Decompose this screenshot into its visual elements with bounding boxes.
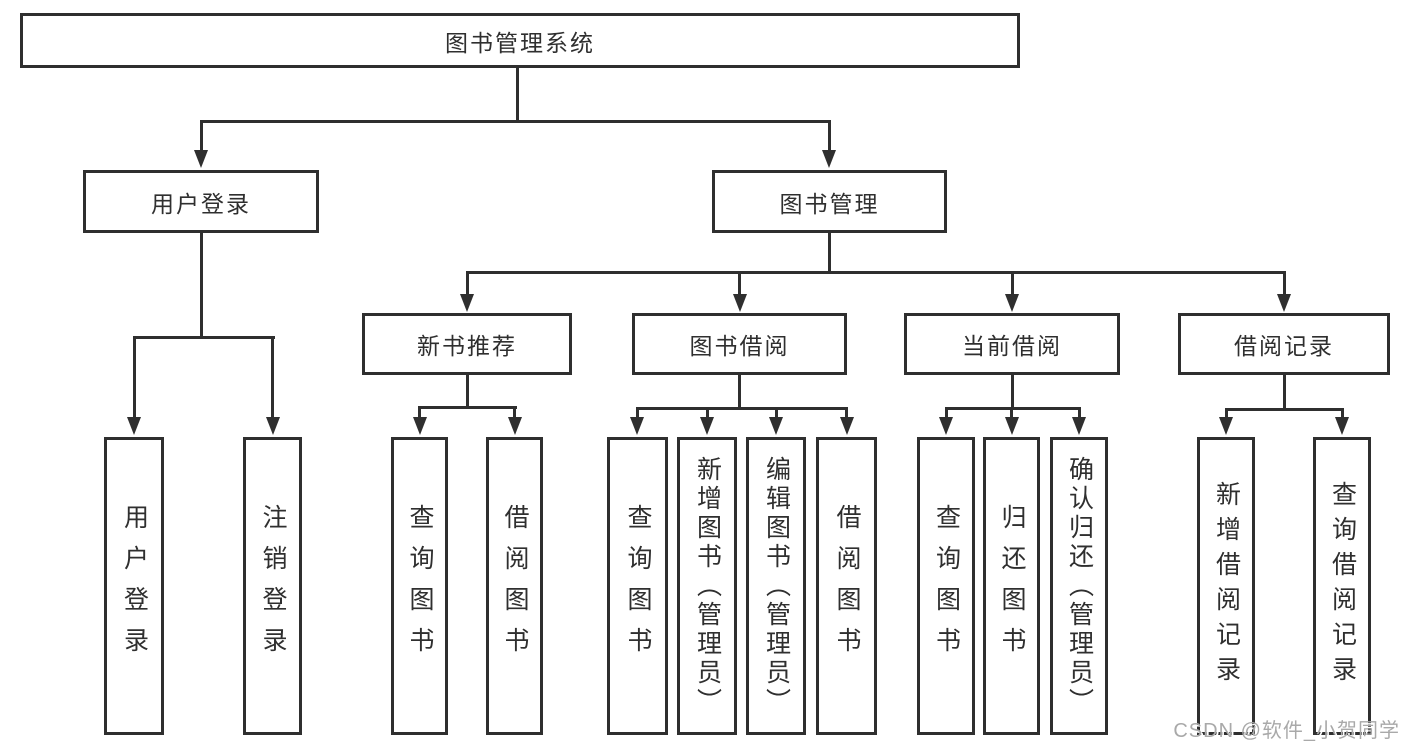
leaf-label: 编辑图书（管理员） [762, 455, 791, 717]
arrowhead-c1 [630, 417, 644, 435]
leaf-confirm-return-admin: 确认归还（管理员） [1050, 437, 1108, 735]
connector-borrowrecords-stem [1282, 375, 1286, 408]
node-label: 图书管理系统 [445, 29, 595, 56]
arrowhead-currentborrow [1005, 294, 1019, 312]
leaf-label: 借阅图书 [833, 504, 861, 668]
connector-drop-bookborrow [738, 271, 741, 295]
connector-drop-c4 [845, 407, 848, 419]
connector-bookmgmt-stem [827, 233, 831, 271]
node-book-borrow: 图书借阅 [632, 313, 847, 375]
connector-drop-c3 [774, 407, 778, 419]
leaf-add-books-admin: 新增图书（管理员） [677, 437, 737, 735]
arrowhead-newbook [460, 294, 474, 312]
arrowhead-d3 [1072, 417, 1086, 435]
arrowhead-d1 [939, 417, 953, 435]
connector-drop-newbook [465, 271, 469, 295]
arrowhead-leaf-login [127, 417, 141, 435]
connector-drop-book-management [827, 120, 831, 152]
node-user-login: 用户登录 [83, 170, 319, 233]
node-label: 新书推荐 [417, 333, 517, 359]
connector-userlogin-bus [132, 336, 275, 339]
arrowhead-bookborrow [732, 294, 747, 312]
arrowhead-e1 [1219, 417, 1233, 435]
node-label: 借阅记录 [1234, 333, 1334, 359]
connector-drop-borrowrecords [1282, 271, 1286, 295]
leaf-add-borrow-record: 新增借阅记录 [1197, 437, 1255, 735]
connector-drop-d2 [1010, 407, 1013, 419]
node-label: 图书管理 [779, 190, 880, 217]
leaf-label: 借阅图书 [501, 504, 529, 668]
leaf-query-borrow-record: 查询借阅记录 [1313, 437, 1371, 735]
leaf-return-books: 归还图书 [983, 437, 1040, 735]
leaf-label: 查询借阅记录 [1328, 481, 1357, 691]
arrowhead-borrowrecords [1277, 294, 1291, 312]
connector-root-stem [515, 68, 519, 120]
arrowhead-c3 [769, 417, 783, 435]
arrowhead-b1 [412, 417, 427, 435]
connector-drop-d1 [944, 407, 948, 419]
leaf-query-books-borrow: 查询图书 [607, 437, 668, 735]
leaf-label: 查询图书 [406, 504, 434, 668]
leaf-logout: 注销登录 [243, 437, 302, 735]
connector-userlogin-stem [199, 233, 203, 336]
arrowhead-c4 [839, 417, 854, 435]
connector-bookborrow-bus [635, 407, 848, 410]
connector-root-bus [199, 120, 831, 123]
leaf-label: 确认归还（管理员） [1065, 455, 1094, 717]
connector-drop-currentborrow [1010, 271, 1014, 295]
arrowhead-c2 [700, 417, 714, 435]
leaf-label: 查询图书 [624, 504, 652, 668]
arrowhead-leaf-logout [265, 417, 280, 435]
connector-drop-d3 [1077, 407, 1081, 419]
connector-borrowrecords-bus [1224, 408, 1344, 411]
arrowhead-b2 [507, 417, 522, 435]
leaf-label: 归还图书 [998, 504, 1026, 668]
connector-currentborrow-stem [1010, 375, 1014, 407]
connector-drop-c2 [705, 407, 709, 419]
connector-drop-b1 [418, 406, 421, 419]
node-book-management: 图书管理 [712, 170, 947, 233]
leaf-label: 新增借阅记录 [1212, 481, 1241, 691]
leaf-query-books-current: 查询图书 [917, 437, 975, 735]
leaf-borrow-books: 借阅图书 [816, 437, 877, 735]
node-current-borrow: 当前借阅 [904, 313, 1120, 375]
connector-drop-e2 [1340, 408, 1344, 417]
node-library-system: 图书管理系统 [20, 13, 1020, 68]
leaf-query-books-recommend: 查询图书 [391, 437, 448, 735]
connector-newbook-bus [418, 406, 517, 409]
leaf-edit-books-admin: 编辑图书（管理员） [746, 437, 806, 735]
leaf-label: 新增图书（管理员） [693, 455, 722, 717]
node-borrow-records: 借阅记录 [1178, 313, 1390, 375]
connector-drop-e1 [1224, 408, 1228, 417]
leaf-borrow-books-recommend: 借阅图书 [486, 437, 543, 735]
leaf-label: 用户登录 [120, 504, 149, 668]
arrowhead-user-login [194, 150, 208, 168]
connector-bookmgmt-bus [465, 271, 1286, 274]
node-label: 用户登录 [151, 190, 251, 217]
csdn-watermark: CSDN @软件_小贺同学 [1173, 720, 1400, 742]
connector-drop-leaf-login [132, 336, 136, 417]
arrowhead-book-management [822, 150, 836, 168]
connector-drop-c1 [635, 407, 639, 419]
leaf-label: 注销登录 [259, 504, 287, 668]
arrowhead-d2 [1004, 417, 1019, 435]
connector-newbook-stem [465, 375, 469, 406]
leaf-user-login: 用户登录 [104, 437, 164, 735]
arrowhead-e2 [1335, 417, 1349, 435]
leaf-label: 查询图书 [932, 504, 961, 668]
node-label: 图书借阅 [689, 333, 790, 359]
node-new-book-recommend: 新书推荐 [362, 313, 572, 375]
connector-drop-b2 [513, 406, 516, 419]
connector-bookborrow-stem [738, 375, 741, 407]
node-label: 当前借阅 [962, 333, 1062, 359]
connector-drop-leaf-logout [271, 336, 274, 417]
connector-drop-user-login [199, 120, 203, 152]
